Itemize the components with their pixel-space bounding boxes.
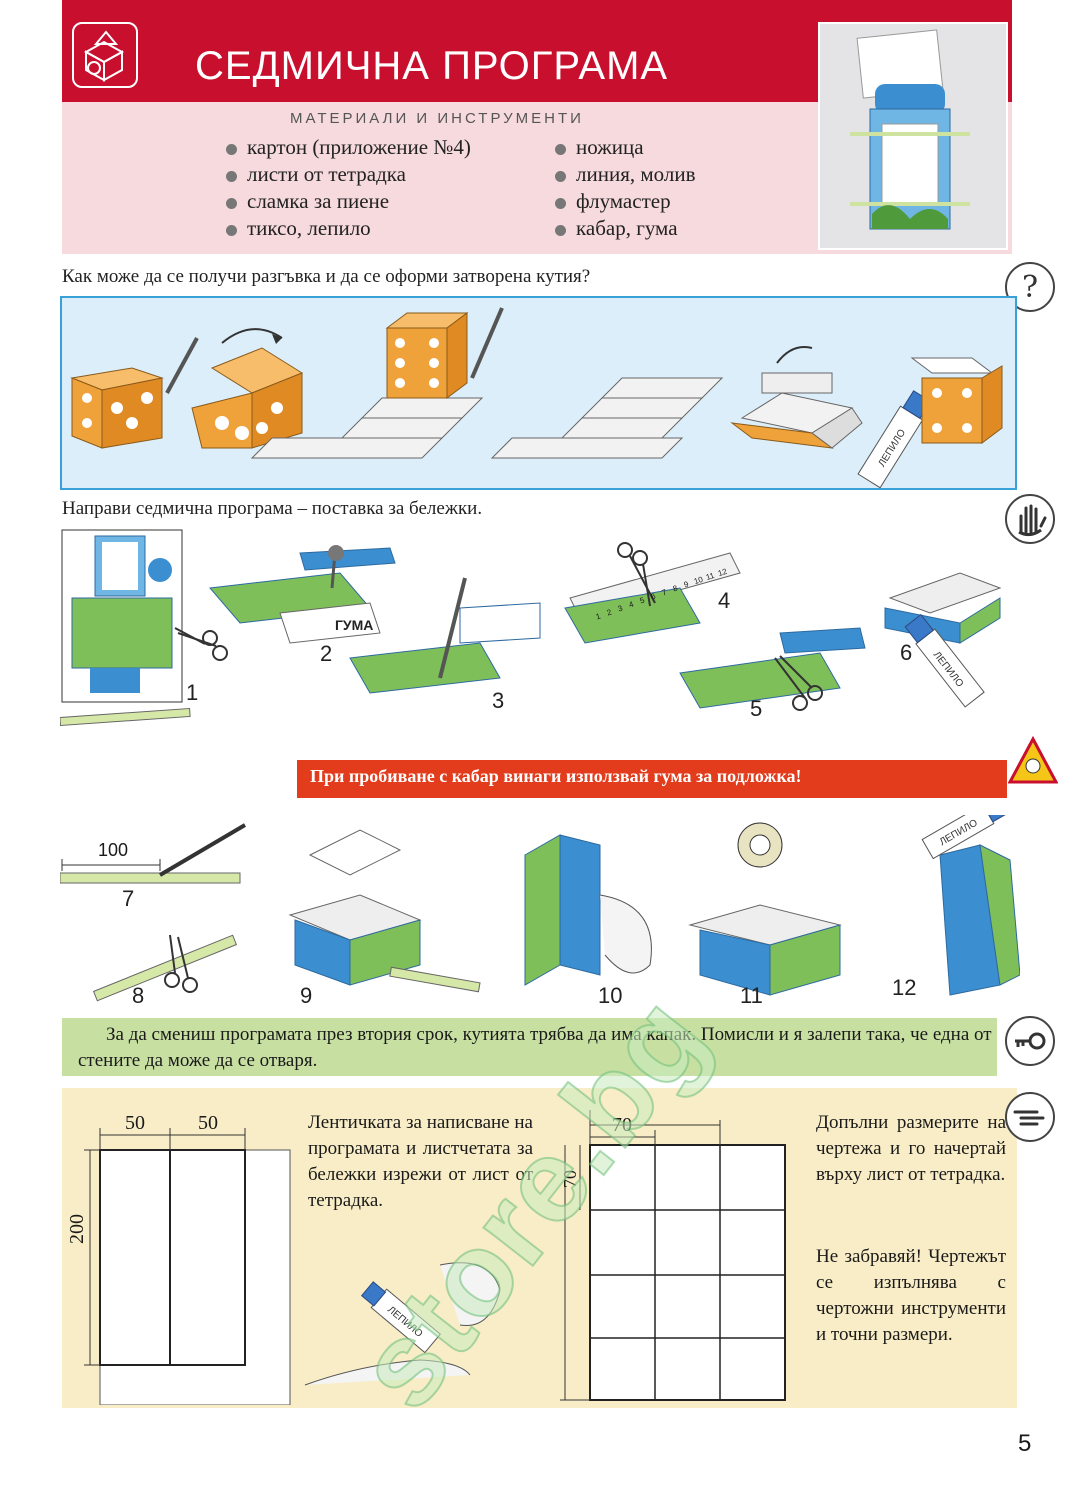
material-item: сламка за пиене	[226, 189, 389, 214]
question-text: Как може да се получи разгъвка и да се о…	[62, 266, 591, 287]
step-number: 12	[892, 975, 917, 1000]
materials-heading: МАТЕРИАЛИ И ИНСТРУМЕНТИ	[290, 110, 584, 127]
material-item: кабар, гума	[555, 216, 678, 241]
step-number: 3	[492, 688, 505, 713]
dimension-label: 50	[198, 1112, 218, 1134]
ruler-tick-label: 12	[716, 566, 729, 579]
assembly-steps-1-6: ГУМА ЛЕПИЛО	[59, 528, 1020, 728]
instruction-text: Направи седмична програма – поставка за …	[62, 498, 483, 519]
bullet-icon	[555, 224, 566, 236]
dimension-label: 200	[66, 1214, 88, 1244]
ruler-tick-label: 9	[682, 579, 690, 590]
bullet-icon	[555, 143, 566, 155]
pointing-hand-icon	[1005, 1092, 1055, 1142]
step-number: 9	[300, 983, 313, 1008]
bullet-icon	[226, 224, 237, 236]
warning-text: При пробиване с кабар винаги използвай г…	[310, 766, 802, 786]
dimension-label: 50	[125, 1112, 145, 1134]
material-label: кабар, гума	[576, 216, 678, 240]
glue-strip-illustration: ЛЕПИЛО	[300, 1250, 540, 1400]
step-number: 6	[900, 640, 913, 665]
dimension-label: 70	[612, 1114, 632, 1136]
material-item: листи от тетрадка	[226, 162, 406, 187]
material-item: ножица	[555, 135, 644, 160]
material-label: тиксо, лепило	[247, 216, 371, 240]
step-number: 7	[122, 886, 135, 911]
bullet-icon	[226, 170, 237, 182]
ruler-tick-label: 10	[692, 574, 705, 587]
warning-triangle-icon	[1007, 735, 1059, 786]
tip-text: За да смениш програмата през втория срок…	[78, 1024, 992, 1071]
strip-instructions: Лентичката за написване на програмата и …	[308, 1112, 533, 1211]
cube-net-panel: ЛЕПИЛО	[60, 296, 1017, 490]
tip-panel	[62, 1018, 997, 1076]
key-icon	[1005, 1016, 1055, 1066]
ruler-tick-label: 8	[671, 583, 679, 594]
warning-banner	[297, 760, 1007, 798]
material-label: листи от тетрадка	[247, 162, 406, 186]
material-item: тиксо, лепило	[226, 216, 371, 241]
notes-grid-drawing	[555, 1105, 795, 1405]
material-label: ножица	[576, 135, 644, 159]
lesson-number: 2	[1040, 52, 1062, 94]
step-number: 2	[320, 641, 333, 666]
ruler-tick-label: 2	[605, 607, 613, 618]
material-item: флумастер	[555, 189, 671, 214]
step-number: 5	[750, 696, 763, 721]
strip-drawing	[70, 1110, 300, 1406]
step-number: 11	[740, 983, 763, 1008]
ruler: 1 2 3 4 5 6 7 8 9 10 11 12	[592, 540, 732, 630]
ruler-tick-label: 4	[627, 599, 635, 610]
measure-label: 100	[98, 840, 129, 860]
ruler-tick-label: 3	[616, 603, 624, 614]
ruler-tick-label: 11	[704, 570, 716, 583]
cube-logo-icon	[72, 22, 138, 88]
drawing-instructions: Допълни размерите на чертежа и го начерт…	[816, 1112, 1006, 1185]
drawing-reminder: Не забравяй! Чертежът се изпълнява с чер…	[816, 1246, 1006, 1345]
material-item: картон (приложение №4)	[226, 135, 471, 160]
step-number: 8	[132, 983, 145, 1008]
page-number: 5	[1018, 1430, 1032, 1457]
bullet-icon	[226, 143, 237, 155]
finished-product-photo	[818, 22, 1008, 250]
step-number: 4	[718, 588, 731, 613]
material-label: линия, молив	[576, 162, 696, 186]
die-illustration	[70, 337, 199, 449]
hand-icon	[1005, 494, 1055, 544]
svg-text:ГУМА: ГУМА	[335, 617, 373, 633]
ruler-tick-label: 6	[649, 591, 657, 602]
ruler-tick-label: 5	[638, 595, 646, 606]
step-number: 1	[186, 680, 199, 705]
bullet-icon	[555, 170, 566, 182]
bullet-icon	[555, 197, 566, 209]
material-label: флумастер	[576, 189, 671, 213]
page-title: СЕДМИЧНА ПРОГРАМА	[195, 44, 669, 88]
material-item: линия, молив	[555, 162, 696, 187]
assembly-steps-7-12: ЛЕПИЛО	[59, 796, 1021, 1015]
step-number: 10	[598, 983, 623, 1008]
bullet-icon	[226, 197, 237, 209]
ruler-tick-label: 1	[594, 611, 602, 622]
ruler-tick-label: 7	[660, 587, 668, 598]
material-label: картон (приложение №4)	[247, 135, 471, 159]
svg-text:?: ?	[1022, 270, 1038, 305]
material-label: сламка за пиене	[247, 189, 390, 213]
